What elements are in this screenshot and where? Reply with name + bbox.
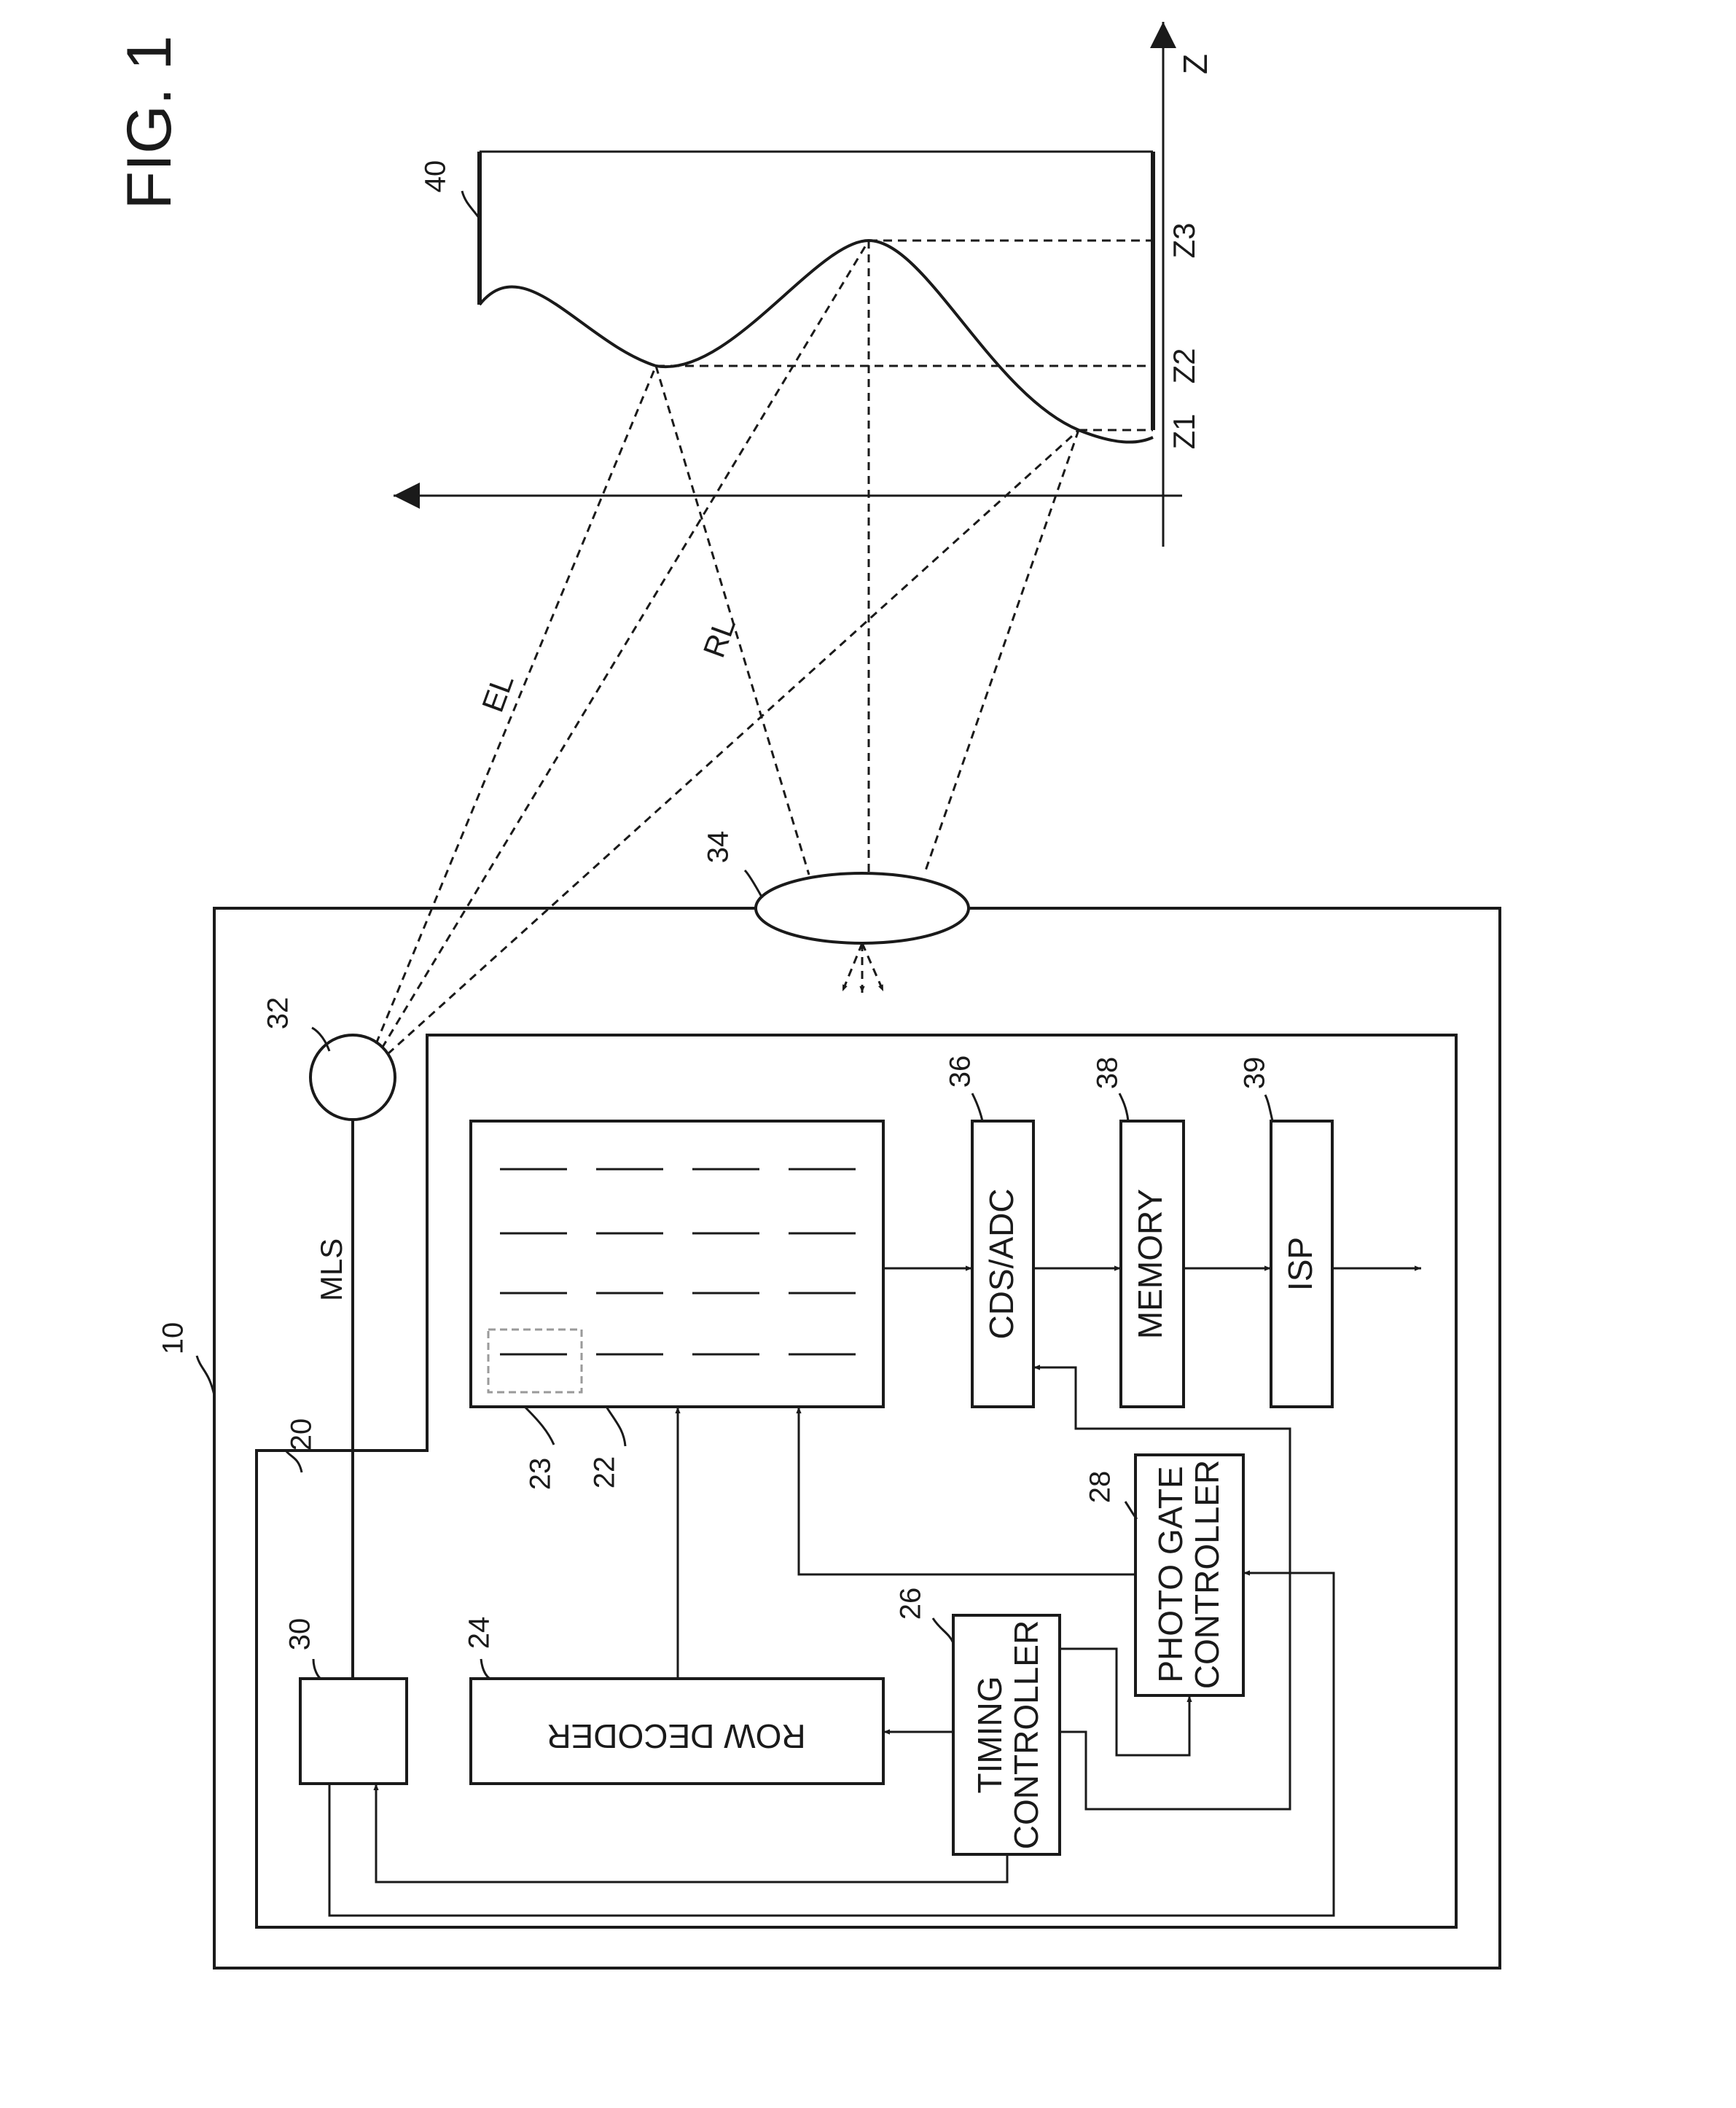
reflected-light-rays [656, 241, 1079, 875]
depth-projections [656, 241, 1153, 430]
photo-gate-controller-label-line1: PHOTO GATE [1152, 1466, 1189, 1682]
timing-controller-label-line2: CONTROLLER [1007, 1620, 1045, 1849]
mls-label: MLS [314, 1238, 348, 1301]
pixel-array [471, 1121, 883, 1407]
ref-10: 10 [157, 1322, 189, 1355]
ref-30: 30 [284, 1618, 316, 1651]
ref-40: 40 [420, 160, 452, 193]
ref-39: 39 [1239, 1057, 1271, 1090]
z1-label: Z1 [1167, 413, 1201, 449]
lens [756, 873, 969, 943]
ref-34: 34 [703, 831, 735, 864]
cds-adc-label: CDS/ADC [982, 1188, 1020, 1339]
z3-label: Z3 [1167, 222, 1201, 258]
ref-36: 36 [945, 1055, 977, 1088]
ref-38: 38 [1092, 1057, 1124, 1090]
device-box [214, 908, 1500, 1968]
pixel-grid [500, 1169, 856, 1354]
ref-28: 28 [1084, 1471, 1117, 1504]
chip-box [257, 1035, 1456, 1927]
row-decoder-label: ROW DECODER [547, 1717, 805, 1755]
ref-24: 24 [464, 1617, 496, 1650]
object-surface [480, 241, 1153, 442]
ref-26: 26 [895, 1588, 927, 1620]
z2-label: Z2 [1167, 348, 1201, 383]
ref-20: 20 [286, 1418, 318, 1451]
figure-title: FIG. 1 [114, 36, 184, 210]
reflected-light-label: RL [697, 614, 743, 663]
photo-gate-controller-label-line2: CONTROLLER [1188, 1460, 1226, 1689]
isp-label: ISP [1281, 1237, 1319, 1291]
pixel-highlight [488, 1330, 582, 1392]
z-axis-label: Z [1176, 54, 1214, 74]
light-driver-block [300, 1679, 407, 1784]
leader-lines [197, 191, 1272, 1679]
memory-label: MEMORY [1131, 1189, 1169, 1339]
timing-controller-label-line1: TIMING [971, 1676, 1009, 1794]
lens-output-arrows [842, 943, 883, 993]
ref-22: 22 [589, 1456, 621, 1489]
ref-32: 32 [262, 997, 294, 1030]
ref-23: 23 [525, 1458, 557, 1491]
